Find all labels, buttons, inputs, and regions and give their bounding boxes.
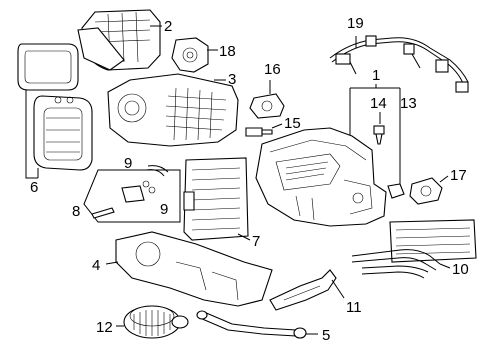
callout-10-leader (439, 263, 451, 269)
part-9-valve-kit (121, 165, 169, 203)
part-4-lower-case (115, 231, 273, 307)
callout-7: 7 (252, 233, 260, 250)
callout-11: 11 (346, 299, 362, 316)
part-13-fitting (387, 183, 405, 199)
hvac-housing (255, 127, 387, 227)
part-8-bolt (91, 207, 115, 219)
callout-9-top: 9 (124, 155, 132, 172)
part-3-upper-case (107, 73, 239, 147)
callout-4: 4 (92, 257, 100, 274)
callout-17-leader (439, 175, 449, 183)
callout-12: 12 (96, 319, 113, 336)
callout-6: 6 (30, 179, 38, 196)
part-5-drain-hose (196, 310, 307, 339)
part-7-evaporator (183, 157, 249, 241)
callout-10: 10 (452, 261, 469, 278)
callout-5: 5 (322, 327, 330, 344)
callout-18: 18 (219, 43, 236, 60)
callout-8: 8 (72, 203, 80, 220)
part-6-seal-and-cover (17, 43, 93, 171)
part-19-wiring-harness (329, 35, 469, 93)
callout-4-leader (105, 261, 119, 265)
callout-1: 1 (372, 67, 380, 84)
callout-15: 15 (284, 115, 301, 132)
callout-6-leader (25, 90, 39, 179)
part-10-heater-core (351, 219, 477, 279)
callout-13: 13 (400, 95, 417, 112)
part-12-blower-motor (123, 305, 189, 339)
callout-14: 14 (370, 95, 387, 112)
callout-15-leader (271, 123, 283, 129)
part-2-upper-duct (77, 9, 161, 71)
callout-11-leader (331, 279, 345, 299)
part-11-bracket (269, 269, 337, 311)
callout-9-bottom: 9 (160, 201, 168, 218)
callout-1-leader (349, 84, 401, 186)
callout-17: 17 (450, 167, 467, 184)
part-15-screw (245, 127, 273, 137)
part-17-actuator (409, 177, 443, 205)
part-18-actuator (171, 37, 209, 73)
part-14-sensor (373, 125, 385, 145)
callout-16: 16 (264, 61, 281, 78)
parts-8-9-bracket-box (83, 169, 181, 223)
callout-3: 3 (228, 71, 236, 88)
part-16-grommet (249, 93, 285, 119)
callout-2: 2 (164, 18, 172, 35)
callout-7-leader (237, 233, 251, 241)
callout-19: 19 (347, 15, 364, 32)
